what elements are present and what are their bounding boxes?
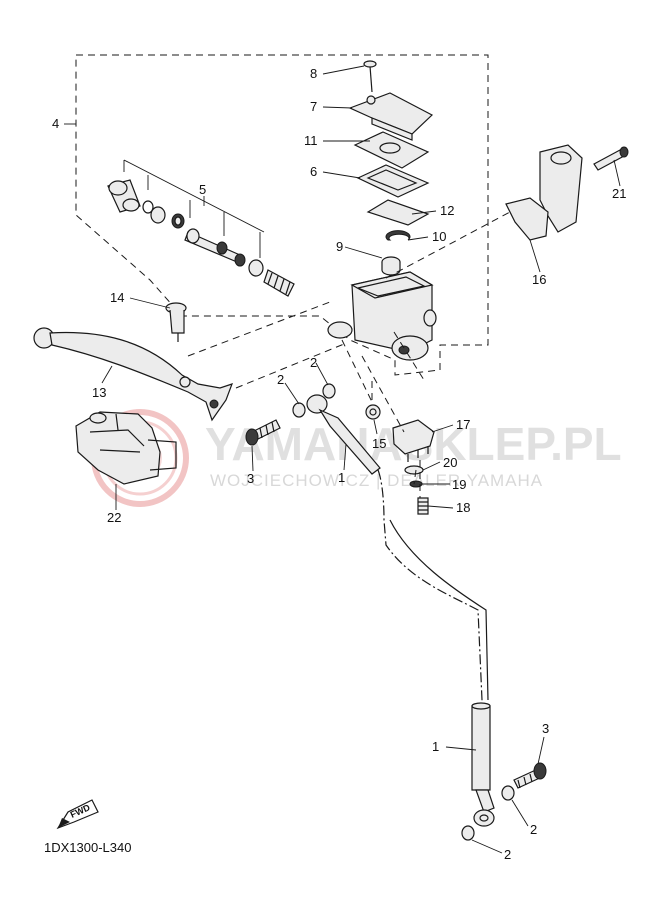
diagram-code: 1DX1300-L340 xyxy=(44,840,131,855)
callout-6: 6 xyxy=(310,164,317,179)
hose-pipe-lower xyxy=(471,702,491,791)
circlip-10 xyxy=(385,230,411,241)
leader-lines xyxy=(64,65,621,854)
watermark-subtitle: WOJCIECHOWICZ | DEALER YAMAHA xyxy=(210,471,543,490)
brake-lever xyxy=(33,327,234,422)
brake-hose xyxy=(377,469,483,790)
callout-11: 11 xyxy=(304,133,318,148)
callout-21: 21 xyxy=(612,186,626,201)
hose-fitting-upper xyxy=(306,394,381,475)
union-bolt-lower xyxy=(513,762,547,789)
callout-2c: 2 xyxy=(530,822,537,837)
diaphragm xyxy=(356,164,430,198)
union-washer-15 xyxy=(365,404,381,420)
lever-pivot-bolt xyxy=(165,302,187,342)
callout-1a: 1 xyxy=(338,470,345,485)
callout-18: 18 xyxy=(456,500,470,515)
cover-22 xyxy=(75,411,177,485)
callout-2d: 2 xyxy=(504,847,511,862)
union-bolt-upper xyxy=(245,419,281,446)
callout-8: 8 xyxy=(310,66,317,81)
float-plate xyxy=(366,199,430,226)
callout-2a: 2 xyxy=(277,372,284,387)
callout-10: 10 xyxy=(432,229,446,244)
callout-3b: 3 xyxy=(542,721,549,736)
hose-fitting-lower xyxy=(473,789,495,827)
fwd-arrow-icon: FWD xyxy=(56,799,99,830)
switch-screw-18 xyxy=(417,497,429,515)
copper-washer-lower-a xyxy=(501,785,515,801)
callout-20: 20 xyxy=(443,455,457,470)
callout-12: 12 xyxy=(440,203,454,218)
brake-switch xyxy=(392,419,435,462)
copper-washer-upper-b xyxy=(322,383,336,399)
cylinder-holder xyxy=(505,144,583,241)
assembly-boundary xyxy=(75,54,489,376)
callout-13: 13 xyxy=(92,385,106,400)
callout-17: 17 xyxy=(456,417,470,432)
callout-2b: 2 xyxy=(310,355,317,370)
callout-16: 16 xyxy=(532,272,546,287)
copper-washer-upper-a xyxy=(292,402,306,418)
master-cylinder-body xyxy=(327,271,437,361)
callout-9: 9 xyxy=(336,239,343,254)
piston-kit xyxy=(107,159,295,297)
callout-5: 5 xyxy=(199,182,206,197)
reservoir-cap-screw xyxy=(363,60,377,93)
callout-7: 7 xyxy=(310,99,317,114)
guide-lines xyxy=(187,211,511,498)
callout-15: 15 xyxy=(372,436,386,451)
callout-22: 22 xyxy=(107,510,121,525)
callout-19: 19 xyxy=(452,477,466,492)
callout-1b: 1 xyxy=(432,739,439,754)
holder-bolt xyxy=(593,146,629,171)
callout-3a: 3 xyxy=(247,471,254,486)
reservoir-cap xyxy=(348,92,434,141)
callout-4: 4 xyxy=(52,116,59,131)
cap-plate xyxy=(353,131,430,169)
copper-washer-lower-b xyxy=(461,825,475,841)
callout-14: 14 xyxy=(110,290,124,305)
callout-labels: 8 7 4 11 6 5 12 10 9 21 16 14 13 2 2 3 1… xyxy=(52,66,626,862)
